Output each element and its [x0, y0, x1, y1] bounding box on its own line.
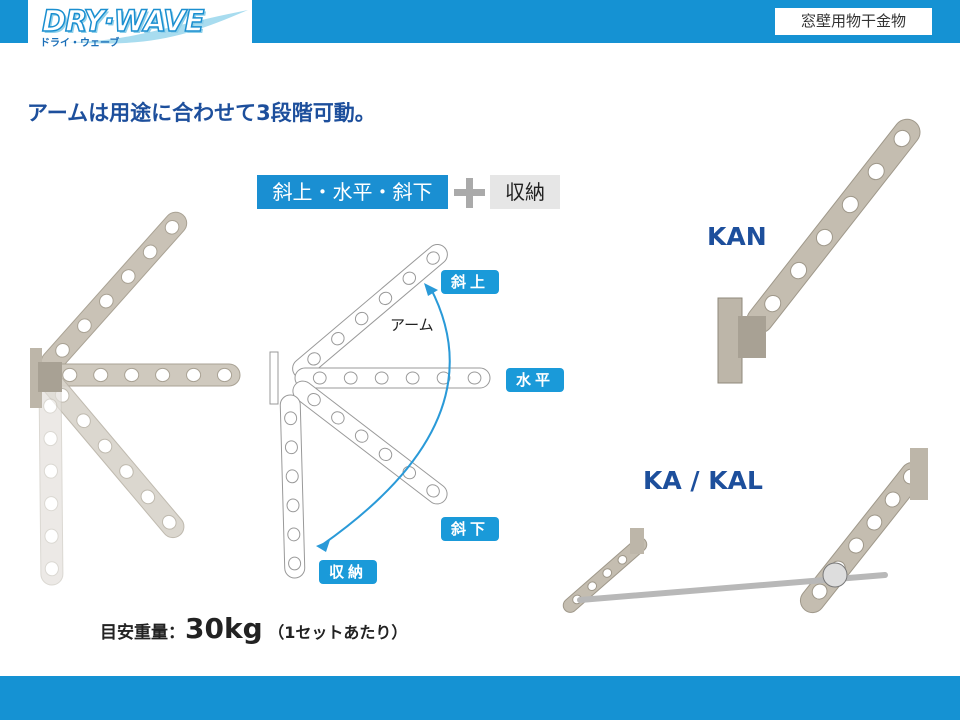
arm-kan	[746, 118, 921, 334]
arm-photo-storage	[38, 379, 64, 586]
storage-label: 収納	[490, 175, 560, 209]
load-value: 30kg	[185, 612, 263, 645]
load-label: 目安重量：	[100, 623, 185, 643]
arm-diagram-horizontal	[294, 367, 491, 389]
rotation-arrow	[321, 286, 451, 546]
positions-label: 斜上・水平・斜下	[257, 175, 448, 209]
bottom-bar	[0, 676, 960, 720]
load-note: （1セットあたり）	[268, 623, 408, 642]
arm-callout: アーム	[390, 316, 434, 334]
bracket-kan	[717, 297, 743, 384]
logo-subtext: ドライ・ウェーブ	[40, 38, 120, 49]
tag-up: 斜上	[441, 270, 499, 294]
wave-graphic	[68, 10, 248, 44]
dry-wave-logo: DRY·WAVE ドライ・ウェーブ	[28, 0, 252, 49]
bracket-kal	[910, 448, 928, 500]
arm-diagram-storage	[279, 394, 306, 579]
load-capacity: 目安重量：30kg （1セットあたり）	[100, 612, 407, 645]
headline: アームは用途に合わせて3段階可動。	[27, 101, 376, 125]
logo-text: DRY·WAVE	[41, 3, 205, 39]
model-ka-kal: KA / KAL	[643, 466, 763, 495]
arm-diagram-down	[292, 380, 448, 505]
plus-icon	[454, 178, 485, 208]
arm-photo-horizontal	[44, 363, 241, 387]
tag-down: 斜下	[441, 517, 499, 541]
arm-photo-up	[40, 211, 188, 374]
arm-kal	[799, 461, 926, 614]
bracket-diagram	[269, 351, 279, 405]
tag-horizontal: 水平	[506, 368, 564, 392]
category-label: 窓壁用物干金物	[775, 8, 932, 35]
tag-storage: 収納	[319, 560, 377, 584]
model-kan: KAN	[707, 222, 767, 251]
arm-diagram-up	[292, 243, 448, 380]
